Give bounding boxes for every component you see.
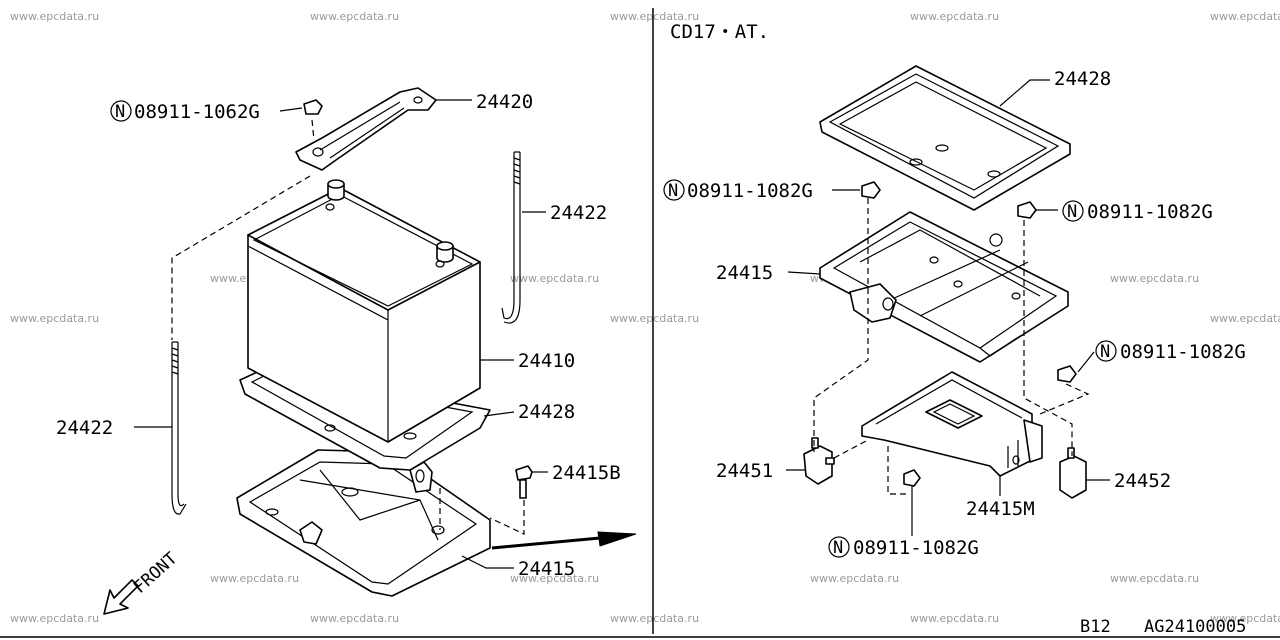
leader-line bbox=[1077, 351, 1095, 373]
watermark: www.epcdata.ru bbox=[1110, 272, 1199, 285]
watermark: www.epcdata.ru bbox=[1210, 10, 1280, 23]
part-number-label: 24422 bbox=[56, 417, 113, 439]
watermark: www.epcdata.ru bbox=[810, 572, 899, 585]
nut-08911-1082g-callout: N 08911-1082G bbox=[663, 179, 813, 202]
left-nut-drawing bbox=[303, 99, 323, 115]
left-dashed-line bbox=[171, 175, 311, 340]
n-symbol-circle bbox=[828, 536, 850, 558]
part-number-label: 24422 bbox=[550, 202, 607, 224]
right-nut-bottom-drawing bbox=[903, 469, 921, 487]
watermark: www.epcdata.ru bbox=[10, 10, 99, 23]
part-number-label: 24451 bbox=[716, 460, 773, 482]
left-rod-upper-drawing bbox=[501, 151, 521, 324]
watermark: www.epcdata.ru bbox=[610, 10, 699, 23]
watermark: www.epcdata.ru bbox=[910, 10, 999, 23]
leader-line bbox=[279, 107, 303, 112]
right-bracket-left-drawing bbox=[803, 437, 835, 485]
part-number-label: 24410 bbox=[518, 350, 575, 372]
left-dashed-line bbox=[489, 500, 525, 535]
right-tray-pad-drawing bbox=[819, 65, 1071, 211]
part-number-label: 08911-1062G bbox=[134, 101, 260, 123]
assembly-direction-arrow bbox=[491, 531, 637, 550]
part-number-label: 24428 bbox=[1054, 68, 1111, 90]
watermark: www.epcdata.ru bbox=[1110, 572, 1199, 585]
n-symbol: N bbox=[668, 181, 678, 201]
watermark: www.epcdata.ru bbox=[310, 612, 399, 625]
part-number-label: 24415B bbox=[552, 462, 621, 484]
front-direction-arrow: FRONT bbox=[103, 549, 181, 615]
leader-line bbox=[483, 411, 515, 417]
part-number-label: 08911-1082G bbox=[853, 537, 979, 559]
right-tray-bracket-drawing bbox=[861, 371, 1043, 477]
left-rod-lower-drawing bbox=[171, 341, 187, 515]
front-label: FRONT bbox=[130, 549, 181, 598]
watermark: www.epcdata.ru bbox=[310, 10, 399, 23]
part-number-label: 08911-1082G bbox=[687, 180, 813, 202]
n-symbol: N bbox=[1100, 342, 1110, 362]
right-bracket-right-drawing bbox=[1059, 447, 1087, 499]
right-nut-upper-left-drawing bbox=[861, 181, 881, 199]
watermark: www.epcdata.ru bbox=[610, 612, 699, 625]
part-number-label: 08911-1082G bbox=[1120, 341, 1246, 363]
right-battery-tray-drawing bbox=[819, 211, 1069, 363]
n-symbol: N bbox=[1067, 202, 1077, 222]
watermark: www.epcdata.ru bbox=[510, 572, 599, 585]
figure-code: AG24100005 bbox=[1144, 617, 1246, 637]
left-battery-drawing bbox=[247, 179, 481, 443]
part-number-label: 24452 bbox=[1114, 470, 1171, 492]
nut-08911-1082g-callout: N 08911-1082G bbox=[1095, 340, 1246, 363]
leader-line bbox=[787, 271, 821, 275]
watermark: www.epcdata.ru bbox=[510, 272, 599, 285]
part-number-label: 24415 bbox=[518, 558, 575, 580]
part-number-label: 24428 bbox=[518, 401, 575, 423]
right-dashed-line bbox=[887, 446, 910, 495]
n-symbol-circle bbox=[663, 179, 685, 201]
leader-line bbox=[461, 555, 514, 569]
n-symbol-circle bbox=[110, 100, 132, 122]
watermark: www.epcdata.ru bbox=[910, 612, 999, 625]
part-number-label: 24415 bbox=[716, 262, 773, 284]
right-dashed-line bbox=[833, 439, 869, 459]
watermark: www.epcdata.ru bbox=[10, 612, 99, 625]
nut-08911-1082g-callout: N 08911-1082G bbox=[1062, 200, 1213, 223]
n-symbol-circle bbox=[1095, 340, 1117, 362]
n-symbol: N bbox=[115, 102, 125, 122]
left-battery-tray-drawing bbox=[236, 449, 491, 597]
watermark: www.epcdata.ru bbox=[610, 312, 699, 325]
section-code: B12 bbox=[1080, 617, 1111, 637]
watermark: www.epcdata.ru bbox=[210, 572, 299, 585]
right-nut-upper-right-drawing bbox=[1017, 201, 1037, 219]
header-note: CD17・AT. bbox=[670, 21, 769, 43]
left-dashed-line bbox=[311, 119, 315, 141]
watermark: www.epcdata.ru bbox=[1210, 312, 1280, 325]
part-number-label: 08911-1082G bbox=[1087, 201, 1213, 223]
part-number-label: 24420 bbox=[476, 91, 533, 113]
leader-line bbox=[999, 79, 1050, 107]
watermark: www.epcdata.ru bbox=[1210, 612, 1280, 625]
nut-08911-1062g-callout: N 08911-1062G bbox=[110, 100, 260, 123]
n-symbol-circle bbox=[1062, 200, 1084, 222]
left-bolt-drawing bbox=[515, 465, 533, 499]
right-dashed-line bbox=[813, 198, 869, 452]
part-number-label: 24415M bbox=[966, 498, 1035, 520]
right-dashed-line bbox=[1023, 220, 1073, 456]
right-view: CD17・AT. bbox=[663, 21, 1246, 559]
n-symbol: N bbox=[833, 538, 843, 558]
right-nut-side-drawing bbox=[1057, 365, 1077, 383]
left-hold-down-bar-drawing bbox=[295, 87, 437, 171]
left-view: FRONT N 08911-1062G 24420 24422 24410 24… bbox=[56, 87, 637, 615]
right-dashed-line bbox=[1039, 383, 1090, 415]
watermark: www.epcdata.ru bbox=[10, 312, 99, 325]
nut-08911-1082g-callout: N 08911-1082G bbox=[828, 536, 979, 559]
